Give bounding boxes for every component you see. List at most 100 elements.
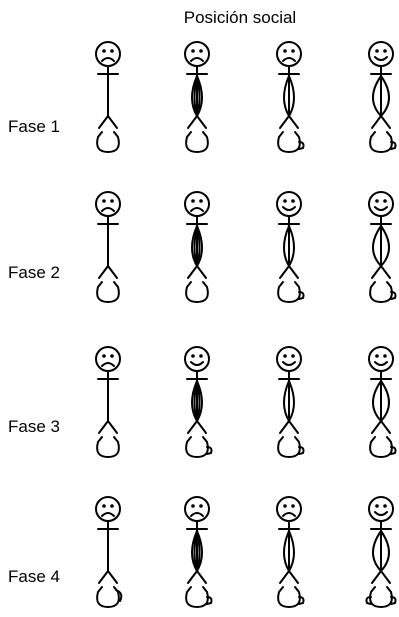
eye-icon: [291, 49, 295, 53]
head-icon: [185, 42, 209, 66]
stick-figure-4-2: [185, 497, 212, 607]
legs-icon: [188, 571, 206, 583]
legs-icon: [280, 266, 298, 278]
head-icon: [185, 347, 209, 371]
eye-icon: [199, 504, 203, 508]
eye-icon: [375, 354, 379, 358]
eye-icon: [199, 199, 203, 203]
eye-icon: [383, 504, 387, 508]
legs-icon: [372, 266, 390, 278]
legs-icon: [188, 266, 206, 278]
legs-icon: [372, 116, 390, 128]
pot-icon: [278, 437, 300, 457]
smile-icon: [283, 207, 295, 210]
smile-icon: [283, 362, 295, 365]
smile-icon: [375, 512, 387, 515]
stick-figure-3-1: [96, 347, 120, 457]
eye-icon: [375, 199, 379, 203]
legs-icon: [372, 421, 390, 433]
pot-icon: [370, 282, 392, 302]
head-icon: [96, 347, 120, 371]
frown-icon: [191, 208, 203, 211]
stick-figure-3-2: [185, 347, 212, 457]
stick-figure-4-3: [277, 497, 304, 607]
eye-icon: [110, 49, 114, 53]
eye-icon: [383, 354, 387, 358]
smile-icon: [375, 362, 387, 365]
stick-figure-1-2: [185, 42, 209, 152]
eye-icon: [283, 354, 287, 358]
eye-icon: [110, 354, 114, 358]
head-icon: [185, 497, 209, 521]
frown-icon: [102, 363, 114, 366]
pot-icon: [278, 132, 300, 152]
head-icon: [369, 192, 393, 216]
eye-icon: [110, 504, 114, 508]
head-icon: [96, 42, 120, 66]
stick-figure-2-3: [277, 192, 304, 302]
pot-icon: [186, 587, 208, 607]
stick-figure-4-1: [96, 497, 121, 607]
eye-icon: [375, 504, 379, 508]
legs-icon: [280, 421, 298, 433]
eye-icon: [383, 49, 387, 53]
smile-icon: [191, 362, 203, 365]
pot-icon: [97, 132, 119, 152]
stick-figure-4-4: [367, 497, 396, 607]
head-icon: [185, 192, 209, 216]
legs-icon: [99, 421, 117, 433]
legs-icon: [372, 571, 390, 583]
eye-icon: [191, 354, 195, 358]
eye-icon: [102, 199, 106, 203]
head-icon: [369, 42, 393, 66]
stick-figure-3-4: [369, 347, 396, 457]
head-icon: [277, 192, 301, 216]
stick-figure-3-3: [277, 347, 304, 457]
eye-icon: [191, 49, 195, 53]
stick-figure-2-1: [96, 192, 120, 302]
smile-icon: [375, 57, 387, 60]
legs-icon: [99, 571, 117, 583]
head-icon: [96, 497, 120, 521]
frown-icon: [191, 513, 203, 516]
eye-icon: [375, 49, 379, 53]
legs-icon: [188, 116, 206, 128]
smile-icon: [375, 207, 387, 210]
frown-icon: [191, 58, 203, 61]
head-icon: [277, 347, 301, 371]
stick-figure-1-1: [96, 42, 120, 152]
eye-icon: [102, 504, 106, 508]
head-icon: [369, 347, 393, 371]
eye-icon: [383, 199, 387, 203]
pot-icon: [370, 132, 392, 152]
eye-icon: [283, 49, 287, 53]
pot-icon: [370, 587, 392, 607]
legs-icon: [99, 116, 117, 128]
eye-icon: [283, 504, 287, 508]
pot-icon: [97, 437, 119, 457]
legs-icon: [280, 571, 298, 583]
eye-icon: [191, 199, 195, 203]
eye-icon: [291, 354, 295, 358]
eye-icon: [291, 199, 295, 203]
stick-figure-1-4: [369, 42, 396, 152]
legs-icon: [280, 116, 298, 128]
pot-icon: [186, 282, 208, 302]
pot-icon: [97, 282, 119, 302]
frown-icon: [102, 58, 114, 61]
legs-icon: [188, 421, 206, 433]
frown-icon: [283, 58, 295, 61]
eye-icon: [283, 199, 287, 203]
eye-icon: [199, 354, 203, 358]
pot-icon: [278, 587, 300, 607]
head-icon: [369, 497, 393, 521]
eye-icon: [291, 504, 295, 508]
stick-figure-2-2: [185, 192, 209, 302]
pot-icon: [186, 132, 208, 152]
pot-icon: [370, 437, 392, 457]
head-icon: [277, 42, 301, 66]
eye-icon: [102, 354, 106, 358]
frown-icon: [102, 208, 114, 211]
eye-icon: [191, 504, 195, 508]
